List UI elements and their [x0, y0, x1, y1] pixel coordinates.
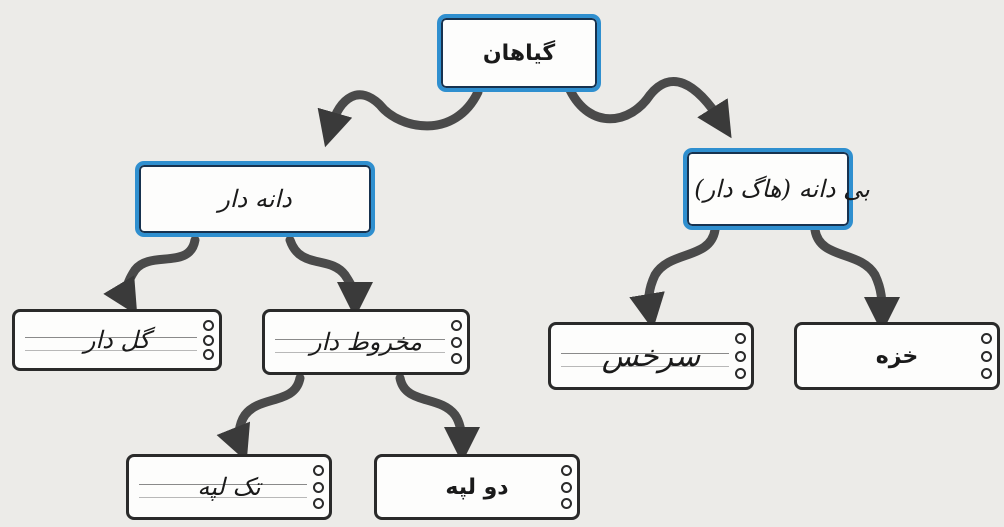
moss-label: خزه [875, 343, 919, 369]
conifers-label: مخروط دار [310, 328, 422, 356]
card-holes [981, 333, 992, 379]
flowering-card: گل دار [12, 309, 222, 371]
card-holes [561, 465, 572, 509]
monocot-label: تک لپه [197, 473, 261, 501]
card-holes [203, 320, 214, 360]
card-holes [313, 465, 324, 509]
arrow-plants-to-seedless [565, 77, 732, 139]
arrow-seed-to-flowering [103, 235, 200, 316]
arrow-seed-to-conifers [285, 235, 373, 318]
arrow-seedless-to-fern [629, 225, 720, 330]
arrow-conifers-to-dicot [395, 373, 480, 463]
plants-label: گیاهان [482, 40, 556, 66]
conifers-card: مخروط دار [262, 309, 470, 375]
card-holes [451, 320, 462, 364]
dicot-label: دو لپه [445, 474, 509, 500]
fern-label: سرخس [601, 338, 701, 374]
seed-plants-label: دانه دار [218, 185, 292, 213]
flowering-label: گل دار [83, 326, 151, 354]
card-holes [735, 333, 746, 379]
seedless-plants-label: بی دانه (هاگ دار) [694, 175, 870, 203]
seed-plants-box: دانه دار [135, 161, 375, 237]
monocot-card: تک لپه [126, 454, 332, 520]
fern-card: سرخس [548, 322, 754, 390]
plants-box: گیاهان [437, 14, 601, 92]
arrow-seedless-to-moss [810, 225, 900, 333]
dicot-card: دو لپه [374, 454, 580, 520]
moss-card: خزه [794, 322, 1000, 390]
seedless-plants-box: بی دانه (هاگ دار) [683, 148, 870, 230]
arrow-plants-to-seed [317, 87, 483, 148]
arrow-conifers-to-monocot [216, 373, 305, 462]
